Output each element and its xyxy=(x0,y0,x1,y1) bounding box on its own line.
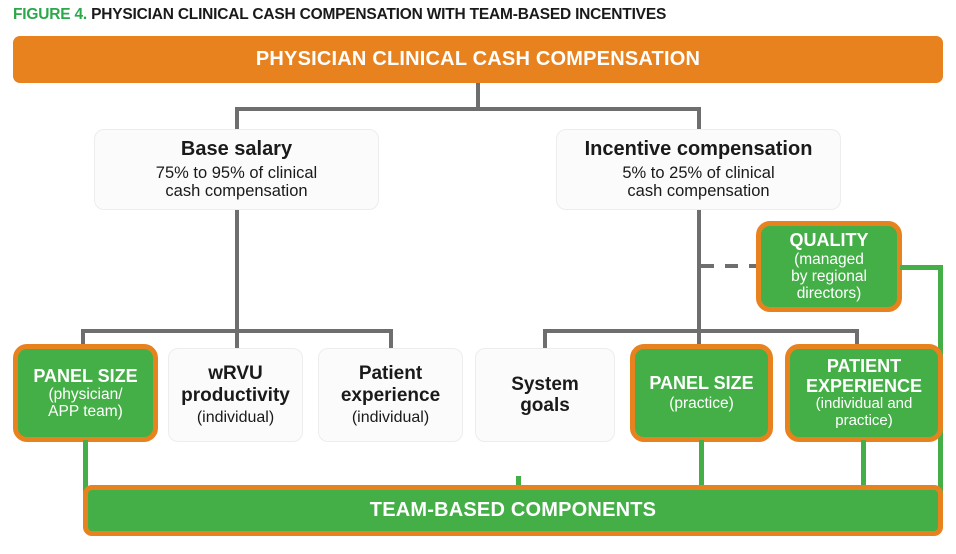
system-goals-heading-line2: goals xyxy=(520,395,570,416)
patient-experience-both-line2: practice) xyxy=(835,412,893,430)
quality-line3: directors) xyxy=(796,285,862,303)
connector-drop-wrvu xyxy=(235,329,239,349)
connector-drop-panel-size-physician xyxy=(81,329,85,349)
base-salary-heading: Base salary xyxy=(180,138,293,161)
box-incentive-compensation: Incentive compensation 5% to 25% of clin… xyxy=(556,129,841,210)
connector-drop-patient-experience-ind xyxy=(389,329,393,349)
connector-drop-patient-experience-both xyxy=(855,329,859,349)
wrvu-line1: (individual) xyxy=(196,408,275,426)
box-base-salary: Base salary 75% to 95% of clinical cash … xyxy=(94,129,379,210)
wrvu-heading-line1: wRVU xyxy=(208,363,263,385)
patient-experience-both-heading-line2: EXPERIENCE xyxy=(805,376,923,397)
footer-banner-label: TEAM-BASED COMPONENTS xyxy=(369,499,657,522)
system-goals-heading-line1: System xyxy=(511,373,579,395)
box-wrvu-productivity: wRVU productivity (individual) xyxy=(168,348,303,442)
connector-drop-incentive xyxy=(697,107,701,130)
connector-trunk-header xyxy=(476,83,480,110)
box-patient-experience-individual-and-practice: PATIENT EXPERIENCE (individual and pract… xyxy=(785,344,943,442)
box-system-goals: System goals xyxy=(475,348,615,442)
connector-green-quality-right xyxy=(900,265,943,270)
box-patient-experience-individual: Patient experience (individual) xyxy=(318,348,463,442)
figure-title-text: PHYSICIAN CLINICAL CASH COMPENSATION WIT… xyxy=(91,6,667,23)
quality-line2: by regional xyxy=(791,267,867,285)
base-salary-line1: 75% to 95% of clinical xyxy=(155,163,318,182)
connector-distributor-incentive-group xyxy=(543,329,859,333)
connector-trunk-incentive xyxy=(697,210,701,332)
panel-size-practice-line1: (practice) xyxy=(669,395,734,413)
panel-size-physician-line1: (physician/ xyxy=(48,385,123,403)
header-banner-label: PHYSICIAN CLINICAL CASH COMPENSATION xyxy=(255,48,701,71)
connector-drop-system-goals xyxy=(543,329,547,349)
quality-heading: QUALITY xyxy=(789,230,869,251)
panel-size-practice-heading: PANEL SIZE xyxy=(649,373,754,394)
panel-size-physician-line2: APP team) xyxy=(48,403,123,421)
page-title: FIGURE 4. PHYSICIAN CLINICAL CASH COMPEN… xyxy=(13,6,666,24)
quality-line1: (managed xyxy=(794,250,864,268)
connector-drop-panel-size-practice xyxy=(697,329,701,349)
figure-label: FIGURE 4. xyxy=(13,6,87,23)
connector-drop-base-salary xyxy=(235,107,239,130)
patient-experience-ind-line1: (individual) xyxy=(351,408,430,426)
connector-trunk-base-salary xyxy=(235,210,239,332)
connector-green-drop-panel-size-physician xyxy=(83,440,88,503)
wrvu-heading-line2: productivity xyxy=(181,384,290,406)
incentive-compensation-line1: 5% to 25% of clinical xyxy=(622,163,775,182)
incentive-compensation-line2: cash compensation xyxy=(627,182,770,201)
box-panel-size-physician-app-team: PANEL SIZE (physician/ APP team) xyxy=(13,344,158,442)
connector-green-drop-panel-size-practice xyxy=(699,440,704,503)
incentive-compensation-heading: Incentive compensation xyxy=(584,138,813,161)
patient-experience-ind-heading-line1: Patient xyxy=(358,363,423,385)
connector-split-level2 xyxy=(235,107,701,111)
panel-size-physician-heading: PANEL SIZE xyxy=(33,365,138,386)
header-banner-physician-clinical-cash-compensation: PHYSICIAN CLINICAL CASH COMPENSATION xyxy=(13,36,943,83)
box-panel-size-practice: PANEL SIZE (practice) xyxy=(630,344,773,442)
patient-experience-ind-heading-line2: experience xyxy=(340,384,441,406)
patient-experience-both-heading-line1: PATIENT xyxy=(826,356,902,377)
footer-banner-team-based-components: TEAM-BASED COMPONENTS xyxy=(83,485,943,536)
patient-experience-both-line1: (individual and xyxy=(815,395,913,413)
base-salary-line2: cash compensation xyxy=(165,182,308,201)
connector-green-drop-patient-experience-both xyxy=(861,440,866,503)
box-quality: QUALITY (managed by regional directors) xyxy=(756,221,902,312)
connector-dashed-quality xyxy=(701,264,761,268)
